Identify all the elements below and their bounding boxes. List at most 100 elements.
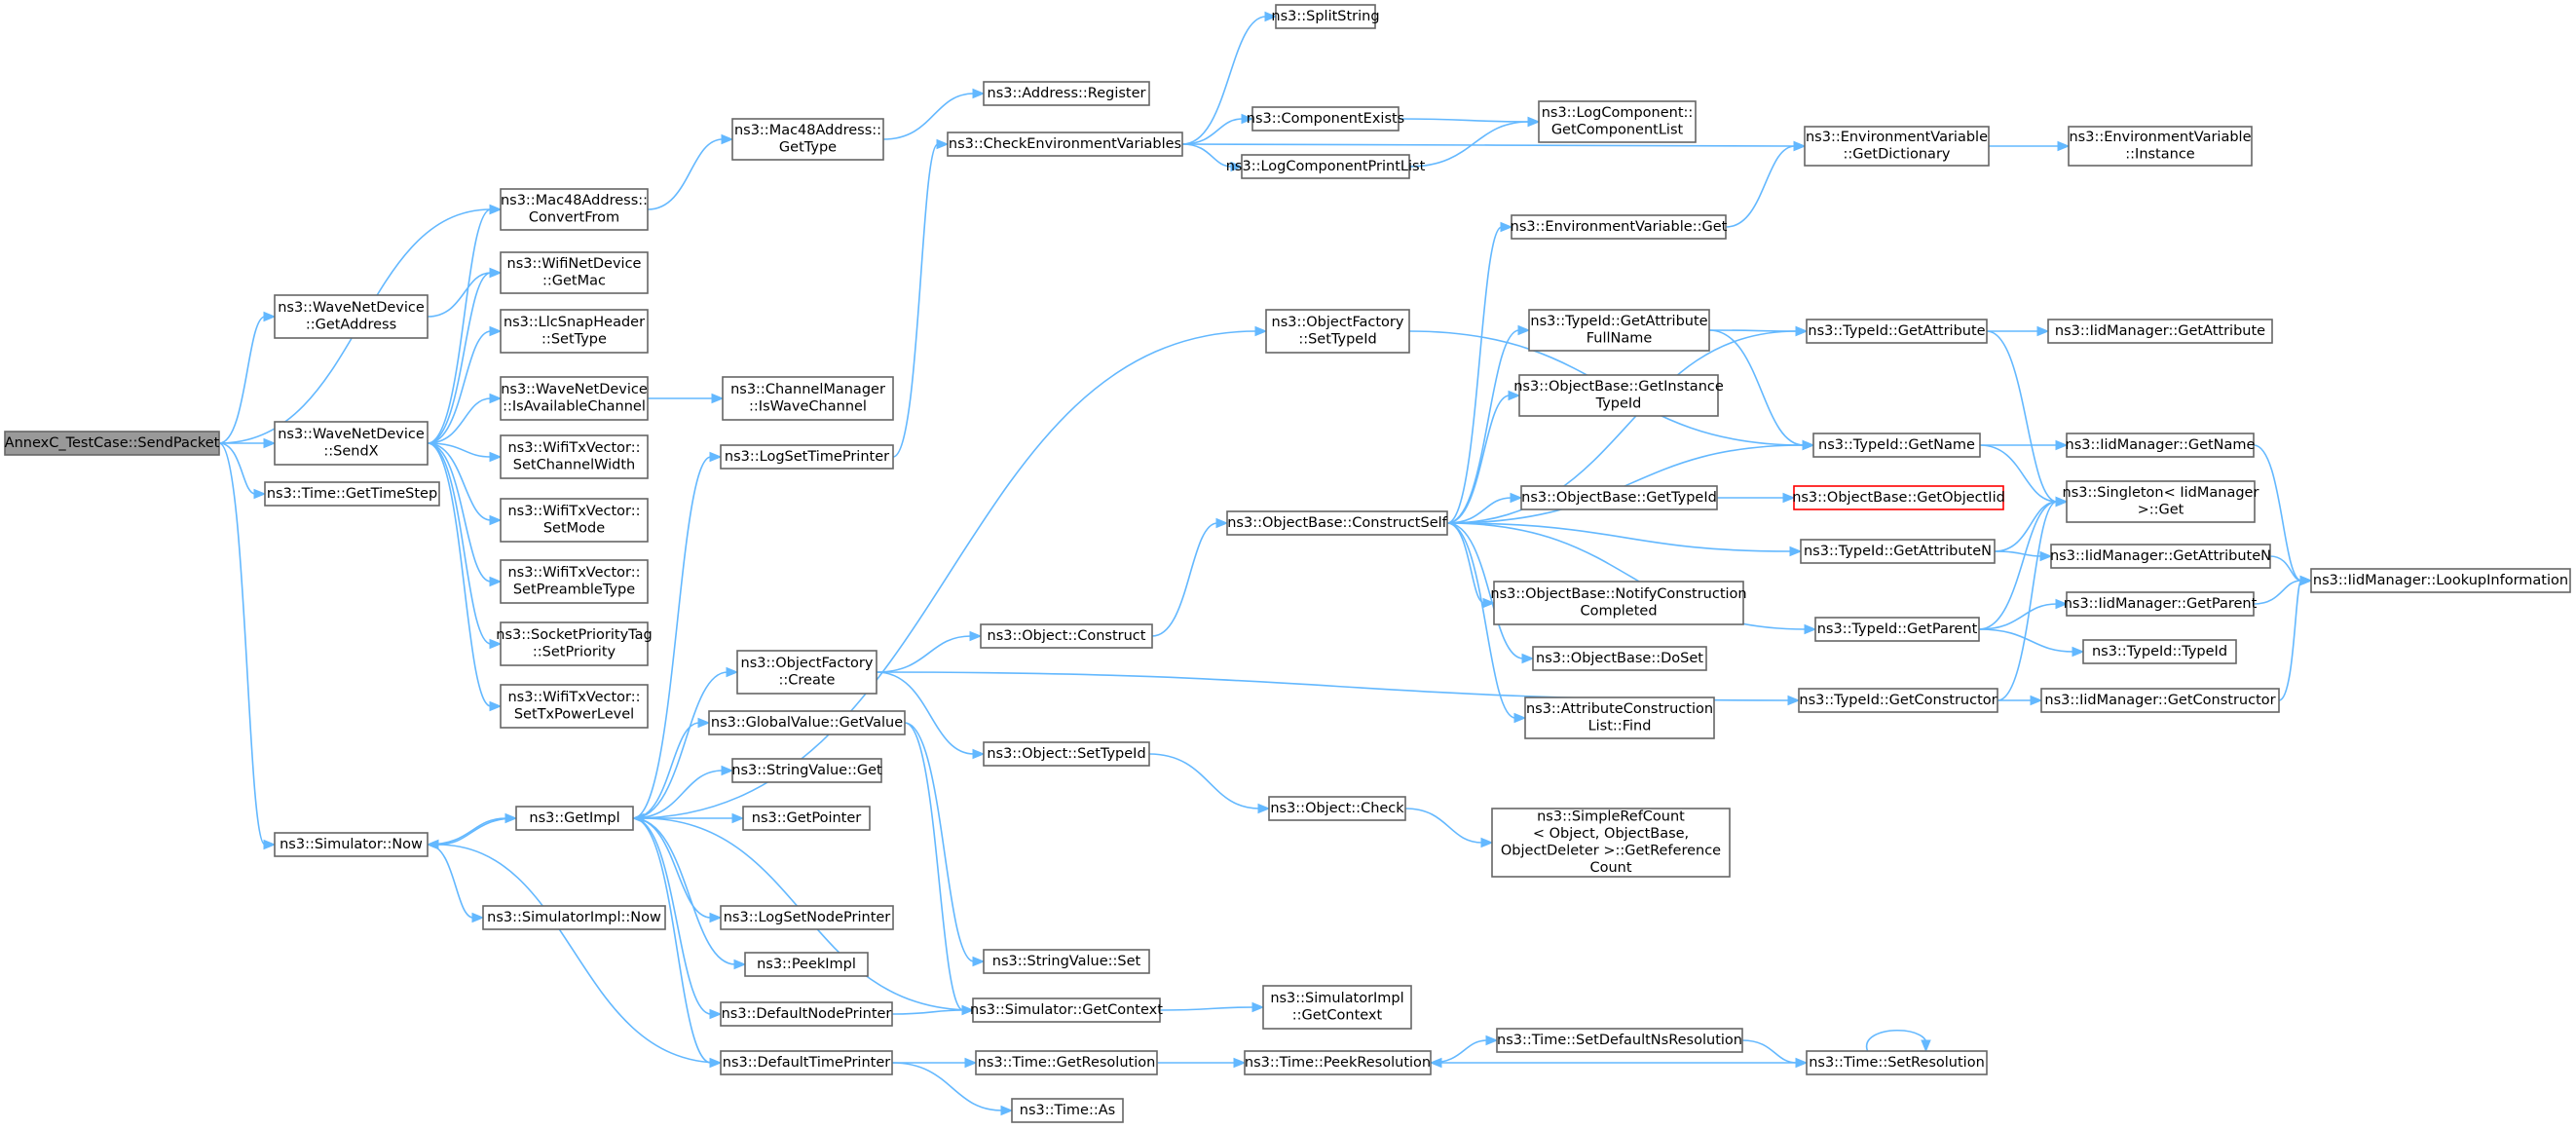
node-mac_gettype[interactable]: ns3::Mac48Address::GetType <box>731 118 884 161</box>
node-wifi_getmac[interactable]: ns3::WifiNetDevice::GetMac <box>500 251 649 294</box>
node-ob_getobjectiid[interactable]: ns3::ObjectBase::GetObjectIid <box>1792 485 2005 510</box>
node-mac_convert[interactable]: ns3::Mac48Address::ConvertFrom <box>500 188 649 231</box>
node-tid_getattr[interactable]: ns3::TypeId::GetAttribute <box>1806 319 1988 344</box>
node-box <box>1226 510 1448 536</box>
node-logsettime[interactable]: ns3::LogSetTimePrinter <box>720 444 894 470</box>
node-getpointer[interactable]: ns3::GetPointer <box>742 806 871 831</box>
node-label: List::Find <box>1588 719 1652 734</box>
node-ob_constructself[interactable]: ns3::ObjectBase::ConstructSelf <box>1226 510 1448 536</box>
node-box <box>500 188 649 231</box>
node-label: ns3::TypeId::GetAttribute <box>1808 323 1985 339</box>
node-box <box>500 376 649 421</box>
node-wnd_getaddr[interactable]: ns3::WaveNetDevice::GetAddress <box>274 294 429 339</box>
node-sim_now[interactable]: ns3::Simulator::Now <box>274 832 429 857</box>
node-srefcount[interactable]: ns3::SimpleRefCount< Object, ObjectBase,… <box>1491 808 1731 878</box>
node-sv_get[interactable]: ns3::StringValue::Get <box>731 758 882 783</box>
node-obj_construct[interactable]: ns3::Object::Construct <box>980 623 1153 649</box>
call-edge-tid_getname-to-iid_getname <box>1979 439 2069 451</box>
node-time_getres[interactable]: ns3::Time::GetResolution <box>975 1050 1158 1075</box>
node-time_setdefns[interactable]: ns3::Time::SetDefaultNsResolution <box>1496 1028 1743 1053</box>
node-label: ns3::Mac48Address:: <box>501 193 648 208</box>
call-edge-envvar_getdict-to-envvar_inst <box>1988 140 2071 152</box>
node-label: ns3::TypeId::TypeId <box>2092 644 2227 659</box>
node-time_setres[interactable]: ns3::Time::SetResolution <box>1806 1050 1988 1075</box>
node-addr_register[interactable]: ns3::Address::Register <box>983 81 1150 106</box>
node-obj_check[interactable]: ns3::Object::Check <box>1268 796 1406 821</box>
node-iid_getparent[interactable]: ns3::IidManager::GetParent <box>2064 591 2258 617</box>
call-edge-getimpl-to-sv_get <box>632 765 734 819</box>
node-sv_set[interactable]: ns3::StringValue::Set <box>983 949 1150 974</box>
node-logsetnode[interactable]: ns3::LogSetNodePrinter <box>720 905 894 930</box>
node-compexists[interactable]: ns3::ComponentExists <box>1247 106 1405 132</box>
node-peekimpl[interactable]: ns3::PeekImpl <box>744 952 869 977</box>
node-label: ::GetDictionary <box>1844 147 1951 163</box>
node-iid_getctor[interactable]: ns3::IidManager::GetConstructor <box>2040 688 2280 713</box>
node-singleton_get[interactable]: ns3::Singleton< IidManager >::Get <box>2063 480 2259 523</box>
node-tid_getname[interactable]: ns3::TypeId::GetName <box>1812 433 1981 458</box>
node-wnd_sendx[interactable]: ns3::WaveNetDevice::SendX <box>274 421 429 466</box>
node-box <box>1806 319 1988 344</box>
node-defnodeprinter[interactable]: ns3::DefaultNodePrinter <box>720 1001 893 1027</box>
function-nodes: AnnexC_TestCase::SendPacket ns3::WaveNetD… <box>4 4 2571 1123</box>
node-gv_getvalue[interactable]: ns3::GlobalValue::GetValue <box>708 710 906 735</box>
node-txv_mode[interactable]: ns3::WifiTxVector::SetMode <box>500 498 649 543</box>
node-simimpl_now[interactable]: ns3::SimulatorImpl::Now <box>482 905 666 930</box>
call-edge-time_setres-to-time_setres <box>1865 1029 1931 1053</box>
node-objf_settypeid[interactable]: ns3::ObjectFactory::SetTypeId <box>1265 309 1410 354</box>
node-sim_getctx[interactable]: ns3::Simulator::GetContext <box>970 997 1163 1023</box>
call-edge-root-to-sim_now <box>218 442 277 850</box>
node-box <box>1528 309 1710 352</box>
node-checkenv[interactable]: ns3::CheckEnvironmentVariables <box>947 132 1183 157</box>
node-logcomp_getlist[interactable]: ns3::LogComponent::GetComponentList <box>1538 100 1697 143</box>
node-time_getstep[interactable]: ns3::Time::GetTimeStep <box>264 481 440 507</box>
node-tid_getattrn[interactable]: ns3::TypeId::GetAttributeN <box>1800 539 1996 564</box>
node-box <box>720 1001 893 1027</box>
node-root[interactable]: AnnexC_TestCase::SendPacket <box>4 431 220 456</box>
node-spt_setprio[interactable]: ns3::SocketPriorityTag::SetPriority <box>496 621 653 666</box>
node-splitstring[interactable]: ns3::SplitString <box>1271 4 1380 29</box>
call-edge-logcompprint-to-logcomp_getlist <box>1408 116 1541 168</box>
node-label: FullName <box>1587 331 1653 347</box>
node-tid_getparent[interactable]: ns3::TypeId::GetParent <box>1814 617 1980 642</box>
node-chm_iswave[interactable]: ns3::ChannelManager::IsWaveChannel <box>722 376 894 421</box>
node-objf_create[interactable]: ns3::ObjectFactory::Create <box>736 650 877 695</box>
node-label: ns3::Object::Check <box>1270 801 1404 816</box>
node-label: ns3::SimulatorImpl <box>1270 991 1403 1006</box>
node-tid_getctor[interactable]: ns3::TypeId::GetConstructor <box>1798 688 1998 713</box>
node-ob_gettypeid[interactable]: ns3::ObjectBase::GetTypeId <box>1520 485 1718 510</box>
node-box <box>500 498 649 543</box>
node-tid_typeid[interactable]: ns3::TypeId::TypeId <box>2082 639 2237 664</box>
node-iid_getname[interactable]: ns3::IidManager::GetName <box>2066 433 2256 458</box>
node-label: ns3::Simulator::GetContext <box>970 1002 1163 1018</box>
node-label: ::GetMac <box>542 274 606 289</box>
call-edge-mac_gettype-to-addr_register <box>882 88 986 140</box>
node-logcompprint[interactable]: ns3::LogComponentPrintList <box>1226 154 1426 179</box>
node-obj_settypeid[interactable]: ns3::Object::SetTypeId <box>983 741 1150 767</box>
node-txv_chw[interactable]: ns3::WifiTxVector::SetChannelWidth <box>500 434 649 479</box>
node-label: ns3::StringValue::Get <box>731 763 882 778</box>
node-ob_doset[interactable]: ns3::ObjectBase::DoSet <box>1532 646 1707 671</box>
node-envvar_get[interactable]: ns3::EnvironmentVariable::Get <box>1511 214 1728 240</box>
node-time_peekres[interactable]: ns3::Time::PeekResolution <box>1244 1050 1432 1075</box>
node-ob_notify[interactable]: ns3::ObjectBase::NotifyConstructionCompl… <box>1490 581 1747 625</box>
call-edge-getimpl-to-objf_settypeid <box>632 325 1268 819</box>
node-deftimeprinter[interactable]: ns3::DefaultTimePrinter <box>720 1050 893 1075</box>
node-iid_getattr[interactable]: ns3::IidManager::GetAttribute <box>2047 319 2273 344</box>
node-simimpl_getctx[interactable]: ns3::SimulatorImpl::GetContext <box>1262 985 1412 1030</box>
node-txv_pre[interactable]: ns3::WifiTxVector::SetPreambleType <box>500 559 649 604</box>
node-txv_pow[interactable]: ns3::WifiTxVector::SetTxPowerLevel <box>500 684 649 729</box>
node-box <box>983 741 1150 767</box>
node-envvar_getdict[interactable]: ns3::EnvironmentVariable::GetDictionary <box>1804 126 1990 167</box>
node-llc_settype[interactable]: ns3::LlcSnapHeader::SetType <box>500 309 649 354</box>
node-iid_lookup[interactable]: ns3::IidManager::LookupInformation <box>2310 568 2571 593</box>
node-iid_getattrn[interactable]: ns3::IidManager::GetAttributeN <box>2050 544 2271 569</box>
node-label: ns3::IidManager::GetName <box>2066 437 2256 453</box>
node-time_as[interactable]: ns3::Time::As <box>1011 1098 1124 1123</box>
call-edge-ob_constructself-to-ob_notify <box>1446 522 1496 609</box>
node-wnd_isavail[interactable]: ns3::WaveNetDevice::IsAvailableChannel <box>500 376 649 421</box>
node-getimpl[interactable]: ns3::GetImpl <box>515 806 634 831</box>
node-envvar_inst[interactable]: ns3::EnvironmentVariable::Instance <box>2068 126 2253 167</box>
